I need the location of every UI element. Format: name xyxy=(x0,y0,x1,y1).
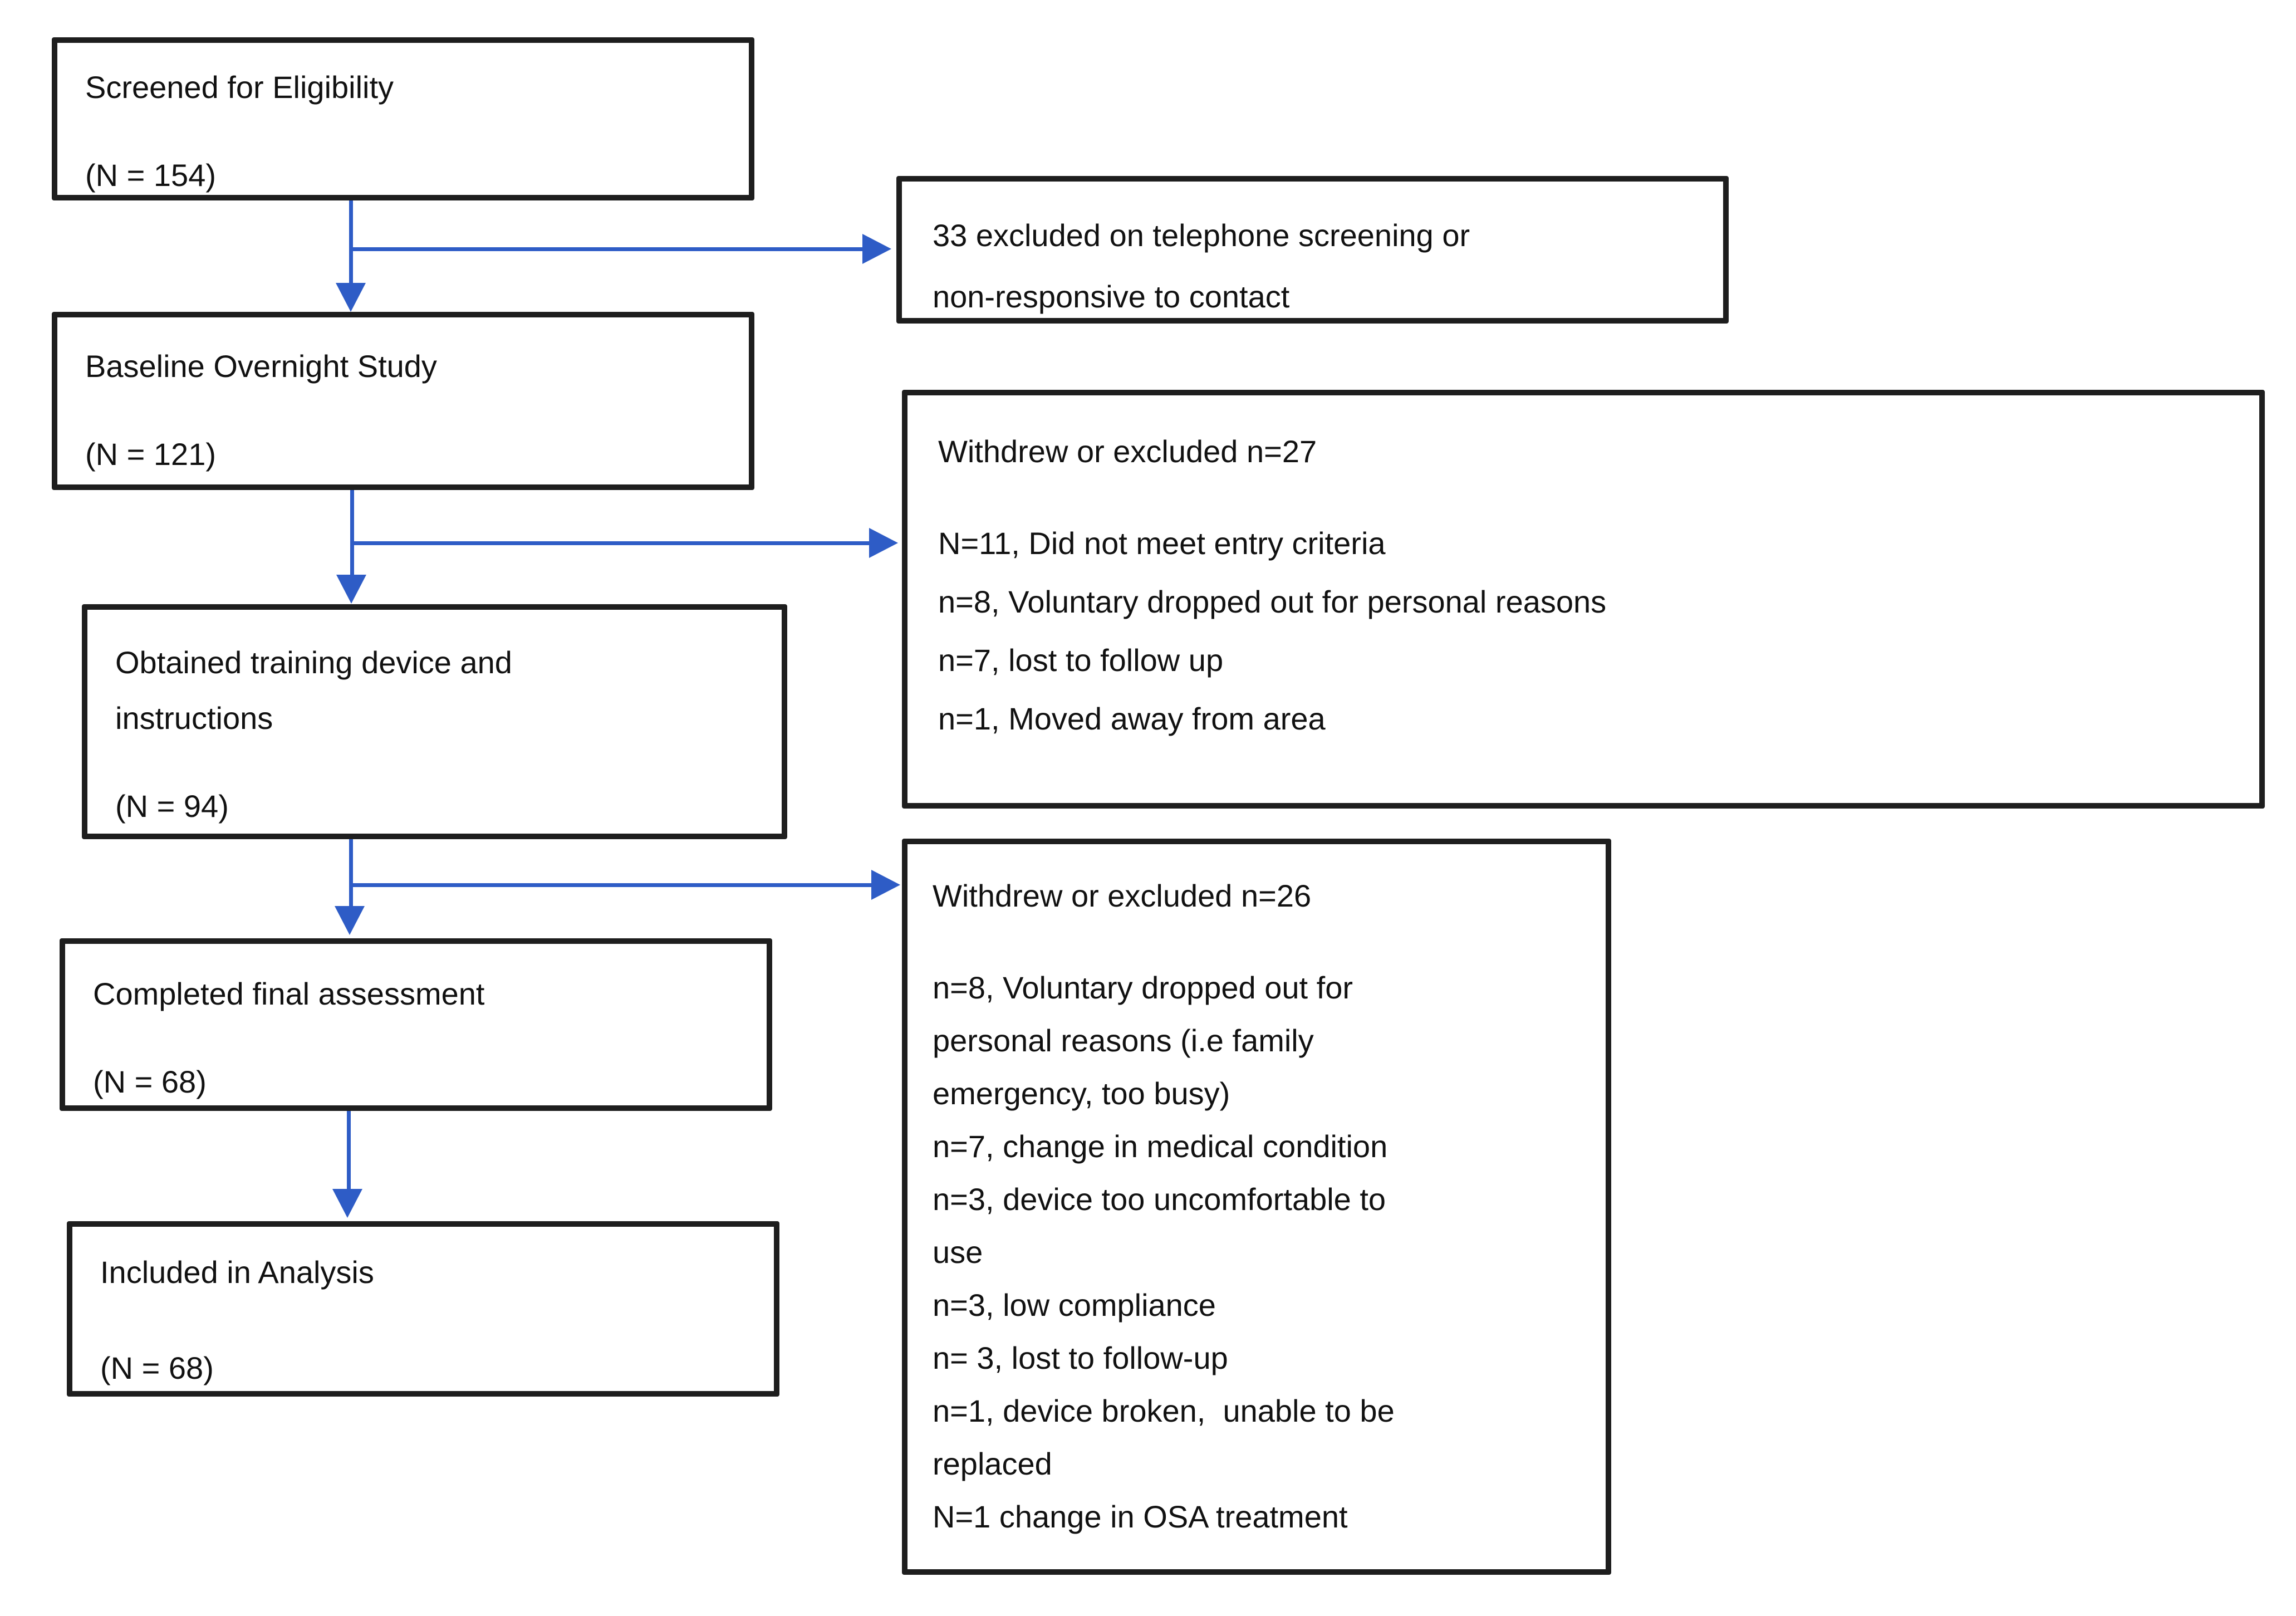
box-count: (N = 68) xyxy=(93,1064,207,1099)
arrowhead-down-icon xyxy=(336,575,366,604)
box-title: Obtained training device and instruction… xyxy=(115,645,512,736)
exclusion-reason: n=8, Voluntary dropped out for personal … xyxy=(933,970,1353,1111)
arrow-branch-to-withdrew-27 xyxy=(350,541,870,545)
box-obtained-training-device: Obtained training device and instruction… xyxy=(82,604,787,839)
exclusion-reason: n=1, Moved away from area xyxy=(938,701,1326,736)
box-title: Withdrew or excluded n=27 xyxy=(938,434,1317,469)
box-title: Withdrew or excluded n=26 xyxy=(933,878,1312,913)
spacer xyxy=(93,1022,739,1054)
box-withdrew-or-excluded-27: Withdrew or excluded n=27 N=11, Did not … xyxy=(902,390,2265,809)
spacer xyxy=(85,115,721,148)
box-count: (N = 154) xyxy=(85,158,216,193)
arrow-branch-to-withdrew-26 xyxy=(349,883,872,887)
exclusion-reason: n=1, device broken, unable to be replace… xyxy=(933,1393,1395,1481)
arrowhead-down-icon xyxy=(335,906,365,935)
exclusion-reason: n=8, Voluntary dropped out for personal … xyxy=(938,584,1607,619)
spacer xyxy=(115,746,754,778)
box-title: Baseline Overnight Study xyxy=(85,349,437,384)
spacer xyxy=(933,922,1581,961)
arrowhead-right-icon xyxy=(869,528,898,558)
arrowhead-down-icon xyxy=(336,283,366,312)
arrow-screened-to-baseline xyxy=(349,200,353,284)
box-title: Included in Analysis xyxy=(100,1255,374,1290)
box-withdrew-or-excluded-26: Withdrew or excluded n=26 n=8, Voluntary… xyxy=(902,839,1611,1575)
exclusion-reason: n=7, change in medical condition xyxy=(933,1129,1388,1164)
exclusion-reason: N=1 change in OSA treatment xyxy=(933,1499,1348,1534)
arrow-device-to-completed xyxy=(349,839,353,906)
arrow-branch-to-excluded-screening xyxy=(349,247,864,251)
spacer xyxy=(85,394,721,427)
box-title: Completed final assessment xyxy=(93,976,485,1011)
exclusion-reason: N=11, Did not meet entry criteria xyxy=(938,526,1386,561)
arrowhead-down-icon xyxy=(332,1189,362,1218)
box-count: (N = 68) xyxy=(100,1350,214,1385)
spacer xyxy=(938,481,2229,514)
box-included-in-analysis: Included in Analysis (N = 68) xyxy=(67,1221,779,1397)
arrow-baseline-to-device xyxy=(350,490,354,575)
box-count: (N = 121) xyxy=(85,437,216,472)
box-excluded-on-screening: 33 excluded on telephone screening or no… xyxy=(896,176,1729,324)
box-baseline-overnight-study: Baseline Overnight Study (N = 121) xyxy=(52,312,754,490)
box-completed-final-assessment: Completed final assessment (N = 68) xyxy=(60,938,772,1111)
arrow-completed-to-analysis xyxy=(347,1111,351,1189)
box-text: 33 excluded on telephone screening or no… xyxy=(933,218,1470,314)
box-count: (N = 94) xyxy=(115,789,229,824)
arrowhead-right-icon xyxy=(871,870,900,900)
box-title: Screened for Eligibility xyxy=(85,70,394,105)
exclusion-reason: n=7, lost to follow up xyxy=(938,643,1224,678)
spacer xyxy=(100,1300,746,1340)
arrowhead-right-icon xyxy=(862,234,891,264)
exclusion-reason: n=3, device too uncomfortable to use xyxy=(933,1182,1386,1270)
exclusion-reason: n=3, low compliance xyxy=(933,1287,1216,1323)
exclusion-reason: n= 3, lost to follow-up xyxy=(933,1340,1228,1375)
box-screened-for-eligibility: Screened for Eligibility (N = 154) xyxy=(52,37,754,200)
